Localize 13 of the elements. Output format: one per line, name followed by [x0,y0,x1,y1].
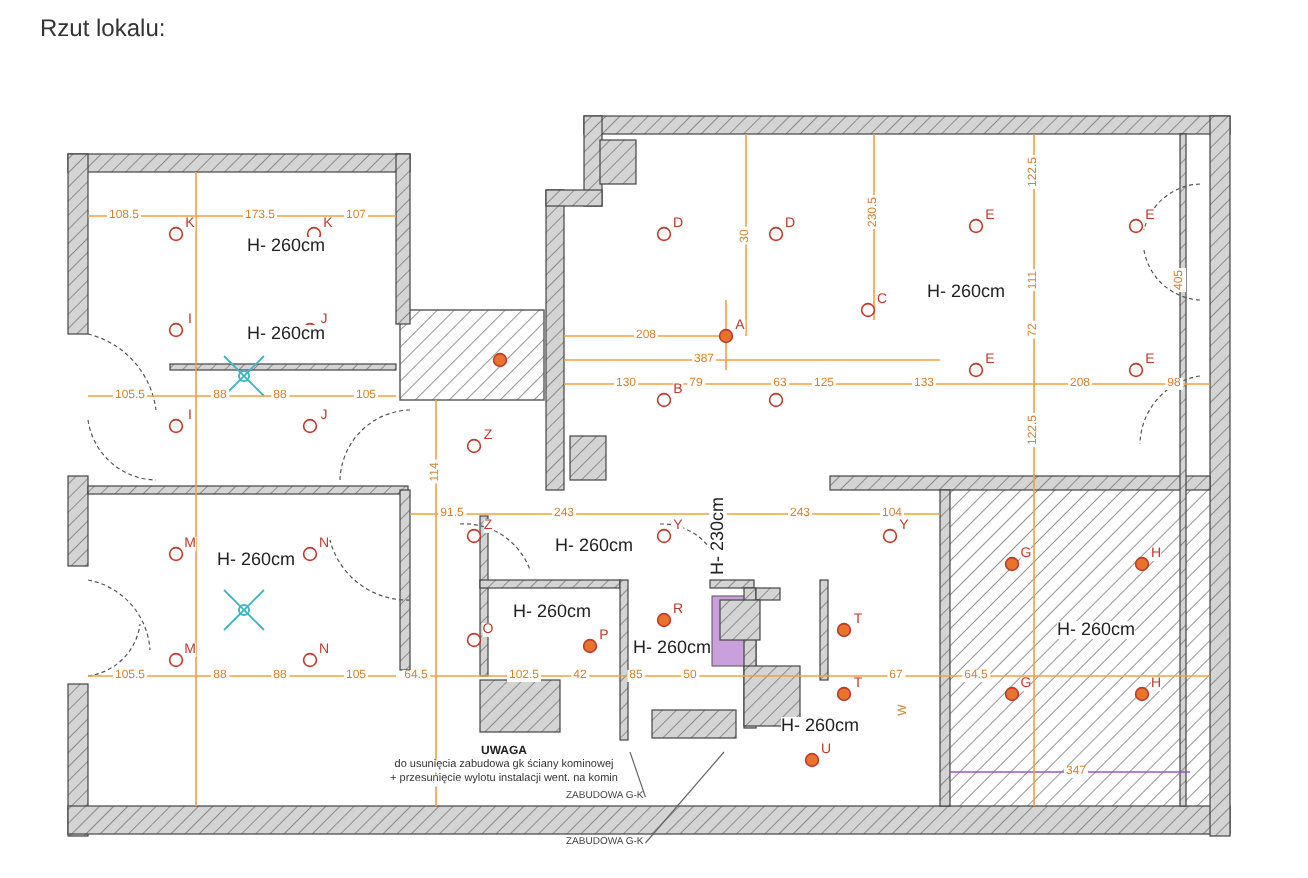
room-height-label: H- 260cm [247,237,325,255]
room-height-label: H- 230cm [709,497,727,575]
leader-line [629,751,647,798]
room-height-label: H- 260cm [513,603,591,621]
room-height-label: H- 260cm [1057,621,1135,639]
leader-line [644,751,725,844]
page-title: Rzut lokalu: [40,16,166,40]
room-height-label: H- 260cm [217,551,295,569]
room-height-label: H- 260cm [927,283,1005,301]
room-height-label: H- 260cm [555,537,633,555]
room-height-label: H- 260cm [633,639,711,657]
room-height-label: H- 260cm [247,325,325,343]
room-height-label: H- 260cm [781,717,859,735]
